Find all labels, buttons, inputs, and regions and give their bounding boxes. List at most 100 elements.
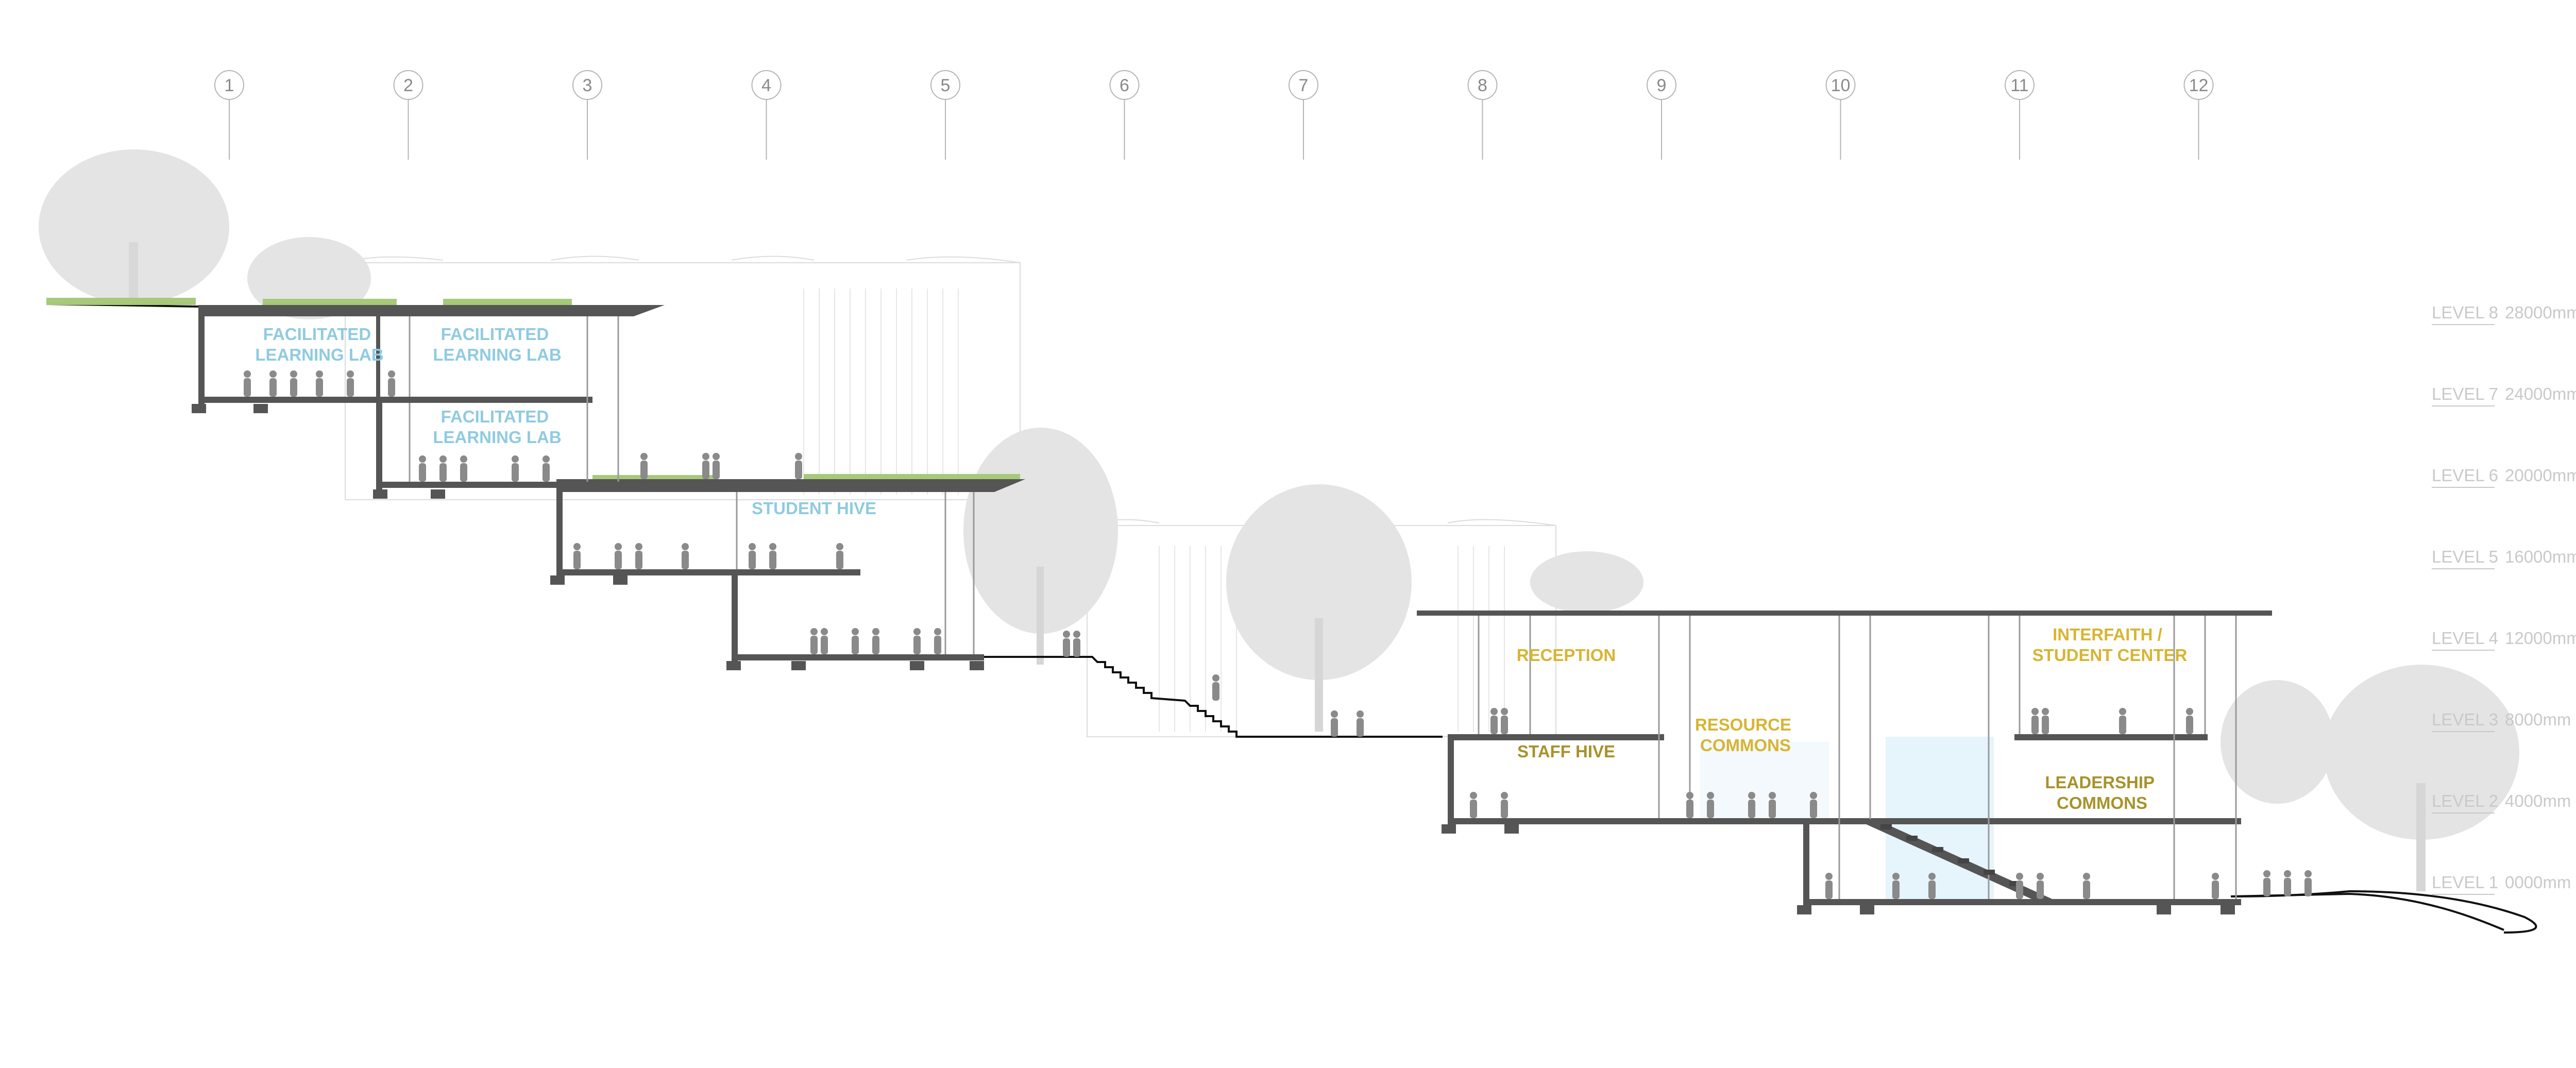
level-name: LEVEL 7	[2432, 384, 2498, 403]
level-elevation: 24000mm	[2505, 384, 2576, 403]
person-icon	[836, 543, 843, 569]
person-icon	[460, 455, 467, 482]
background-trees	[39, 149, 2519, 891]
level-name: LEVEL 5	[2432, 547, 2498, 566]
person-icon	[749, 543, 756, 569]
person-icon	[1892, 873, 1900, 899]
person-icon	[821, 628, 828, 654]
person-icon	[1063, 631, 1070, 657]
person-icon	[2016, 873, 2023, 899]
level-name: LEVEL 8	[2432, 303, 2498, 322]
level-marker: LEVEL 6 20000mm	[2432, 466, 2576, 488]
level-elevation: 16000mm	[2505, 547, 2576, 566]
person-icon	[1490, 708, 1498, 734]
level-name: LEVEL 3	[2432, 710, 2498, 729]
person-icon	[2042, 708, 2049, 734]
grid-label: 4	[761, 76, 771, 95]
level-marker: LEVEL 3 8000mm	[2432, 710, 2571, 732]
person-icon	[2119, 708, 2126, 734]
grid-label: 2	[403, 76, 413, 95]
level-elevation: 0000mm	[2505, 873, 2571, 892]
person-icon	[1470, 792, 1477, 818]
person-icon	[439, 455, 447, 482]
person-icon	[1810, 792, 1817, 818]
grid-line-3: 3	[572, 70, 602, 160]
level-marker: LEVEL 4 12000mm	[2432, 629, 2576, 651]
level-name: LEVEL 6	[2432, 466, 2498, 485]
level-elevation: 28000mm	[2505, 303, 2576, 322]
grid-label: 3	[583, 76, 592, 95]
level-name: LEVEL 1	[2432, 873, 2498, 892]
person-icon	[1331, 710, 1338, 737]
person-icon	[640, 453, 648, 479]
person-icon	[2083, 873, 2090, 899]
person-icon	[347, 370, 354, 397]
person-icon	[615, 543, 622, 569]
person-icon	[1212, 674, 1219, 701]
grid-line-12: 12	[2183, 70, 2214, 160]
person-icon	[769, 543, 776, 569]
level-name: LEVEL 2	[2432, 791, 2498, 810]
person-icon	[1825, 873, 1833, 899]
person-icon	[1748, 792, 1755, 818]
person-icon	[512, 455, 519, 482]
person-icon	[388, 370, 395, 397]
grid-line-10: 10	[1825, 70, 1856, 160]
room-label-reception: RECEPTION	[1517, 646, 1616, 665]
grid-label: 5	[941, 76, 951, 95]
person-icon	[682, 543, 689, 569]
grid-line-8: 8	[1467, 70, 1498, 160]
person-icon	[1073, 631, 1080, 657]
level-name: LEVEL 4	[2432, 629, 2498, 648]
level-elevation: 4000mm	[2505, 791, 2571, 810]
grid-line-6: 6	[1109, 70, 1140, 160]
tree-icon	[39, 149, 229, 304]
grid-label: 11	[2010, 76, 2028, 95]
person-icon	[1501, 792, 1508, 818]
person-icon	[316, 370, 323, 397]
person-icon	[2212, 873, 2219, 899]
background-context	[345, 256, 1556, 737]
green-roofs	[46, 298, 1020, 481]
level-marker: LEVEL 7 24000mm	[2432, 384, 2576, 406]
person-icon	[1686, 792, 1693, 818]
tree-icon	[1226, 484, 1412, 680]
room-labels: FACILITATED LEARNING LAB FACILITATED LEA…	[255, 325, 2187, 812]
level-marker: LEVEL 5 16000mm	[2432, 547, 2576, 569]
person-icon	[872, 628, 879, 654]
room-label-facilitated-lab-3: FACILITATED LEARNING LAB	[433, 407, 561, 447]
level-elevation: 12000mm	[2505, 629, 2576, 648]
person-icon	[2284, 870, 2291, 896]
room-label-resource-commons: RESOURCE COMMONS	[1695, 715, 1796, 755]
room-label-staff-hive: STAFF HIVE	[1517, 742, 1615, 761]
stair-treads	[1880, 824, 2021, 886]
grid-label: 1	[225, 76, 234, 95]
level-marker: LEVEL 8 28000mm	[2432, 303, 2576, 325]
grid-line-9: 9	[1647, 70, 1676, 160]
room-label-facilitated-lab-1: FACILITATED LEARNING LAB	[255, 325, 383, 364]
grid-line-5: 5	[930, 70, 960, 160]
person-icon	[244, 370, 251, 397]
level-elevation: 8000mm	[2505, 710, 2571, 729]
room-label-leadership-commons: LEADERSHIP COMMONS	[2045, 773, 2159, 812]
person-icon	[573, 543, 581, 569]
person-icon	[810, 628, 818, 654]
person-icon	[2037, 873, 2044, 899]
person-icon	[934, 628, 941, 654]
person-icon	[635, 543, 642, 569]
ground-slope-right	[2230, 892, 2504, 931]
person-icon	[2031, 708, 2039, 734]
grid-line-11: 11	[2005, 70, 2035, 160]
tree-icon	[2324, 665, 2519, 840]
person-icon	[290, 370, 297, 397]
person-icon	[419, 455, 426, 482]
grid-line-4: 4	[751, 70, 782, 160]
person-icon	[1501, 708, 1508, 734]
person-icon	[852, 628, 859, 654]
level-elevation: 20000mm	[2505, 466, 2576, 485]
grid-label: 9	[1657, 76, 1667, 95]
grid-label: 10	[1831, 76, 1851, 95]
grid-label: 7	[1299, 76, 1309, 95]
room-label-facilitated-lab-2: FACILITATED LEARNING LAB	[433, 325, 561, 364]
